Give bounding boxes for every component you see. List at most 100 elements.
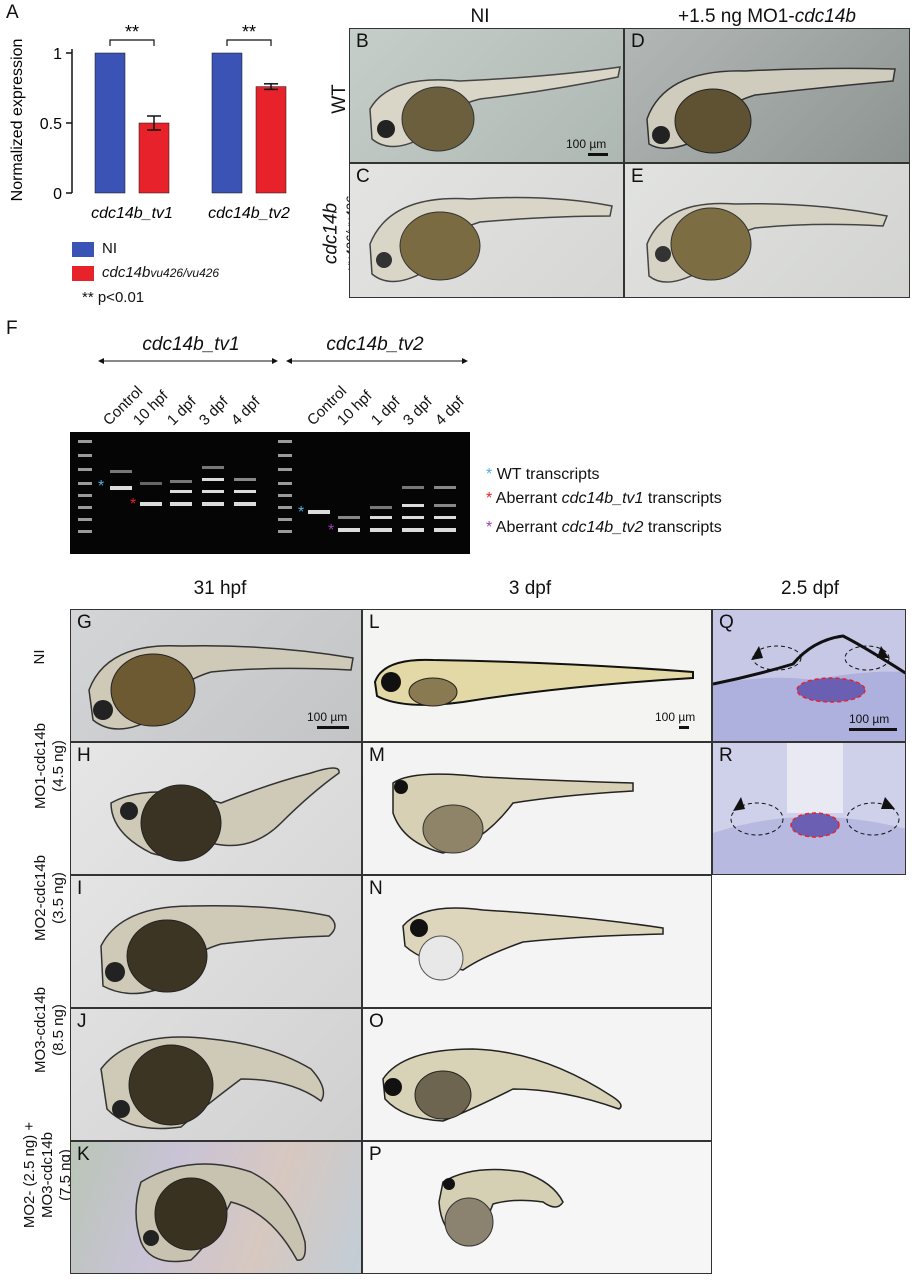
x-tick-label-0: cdc14b_tv1 — [91, 205, 173, 222]
lane-label-tv1-4dpf: 4 dpf — [227, 393, 264, 429]
larva-n — [402, 907, 664, 981]
larva-l — [373, 658, 694, 707]
col-label-ni: NI — [470, 6, 490, 27]
scale-text-q: 100 µm — [849, 712, 890, 726]
gel-legend-aberrant-tv2: * Aberrant cdc14b_tv2 transcripts — [486, 519, 722, 536]
bar-1-0 — [138, 122, 170, 194]
photo-b: B 100 µm — [349, 28, 624, 163]
photo-q: Q 100 µm — [712, 609, 906, 742]
legend-mutant-allele: vu426/vu426 — [150, 266, 220, 280]
photo-k: K — [70, 1141, 362, 1274]
embryo-g — [88, 644, 354, 730]
gel-star-aberrant-tv2: * — [328, 522, 335, 539]
lane-label-tv1-3dpf: 3 dpf — [195, 393, 232, 429]
legend-ni-text: NI — [102, 240, 117, 257]
panel-letter-b: B — [356, 31, 369, 52]
photo-o: O — [362, 1008, 712, 1141]
scale-bar-g — [317, 726, 349, 729]
row-label-mo1: MO1-cdc14b(4.5 ng) — [32, 723, 67, 809]
embryo-k — [135, 1163, 307, 1263]
group-label-tv2: cdc14b_tv2 — [326, 334, 424, 355]
scale-text-b: 100 µm — [566, 137, 607, 151]
photo-n: N — [362, 875, 712, 1008]
photo-c: C — [349, 163, 624, 298]
row-label-mo2-mo3: MO2- (2.5 ng) +MO3-cdc14b(7.5 ng) — [21, 1121, 74, 1229]
col-label-mo1-gene: cdc14b — [794, 6, 856, 27]
legend-ni: NI — [72, 240, 117, 257]
panel-letter-j: J — [77, 1011, 87, 1032]
y-tick-label-1: 0.5 — [40, 116, 62, 133]
legend-swatch-ni — [72, 241, 94, 257]
embryo-i — [100, 904, 336, 995]
photo-g: G 100 µm — [70, 609, 362, 742]
scale-bar-q — [849, 728, 897, 731]
photo-l: L 100 µm — [362, 609, 712, 742]
gel-legend-wt: * WT transcripts — [486, 466, 600, 483]
photo-p: P — [362, 1141, 712, 1274]
bar-0-0 — [94, 52, 126, 194]
gel-star-aberrant-tv1: * — [130, 496, 137, 513]
larva-m — [392, 773, 634, 854]
y-tick-label-0: 0 — [53, 186, 62, 203]
photo-m: M — [362, 742, 712, 875]
panel-letter-g: G — [77, 612, 92, 633]
col-label-mo1-prefix: +1.5 ng MO1- — [678, 6, 795, 27]
group-arrows — [98, 358, 468, 364]
lane-label-tv2-3dpf: 3 dpf — [399, 393, 436, 429]
col-label-25dpf: 2.5 dpf — [780, 578, 840, 599]
photo-e: E — [624, 163, 910, 298]
embryo-e — [646, 202, 889, 283]
photo-r: R — [712, 742, 906, 875]
embryo-j — [100, 1036, 325, 1130]
bar-0-1 — [211, 52, 243, 194]
embryo-h — [110, 767, 340, 862]
larva-o — [382, 1048, 622, 1122]
photo-d: D — [624, 28, 910, 163]
x-tick-label-1: cdc14b_tv2 — [208, 205, 290, 222]
gel-bands — [78, 440, 456, 533]
legend-mutant: cdc14bvu426/vu426 — [72, 264, 219, 281]
row-label-mo2: MO2-cdc14b(3.5 ng) — [32, 855, 67, 941]
expression-bar-chart: 0 0.5 1 Normalized expression ** cdc14b_tv1 **… — [9, 22, 290, 222]
legend-pvalue: ** p<0.01 — [82, 289, 145, 306]
embryo-d — [646, 67, 896, 154]
col-label-31hpf: 31 hpf — [193, 578, 247, 599]
panel-letter-n: N — [369, 878, 383, 899]
row-label-mutant-gene: cdc14b — [320, 202, 342, 265]
embryo-b — [369, 66, 621, 152]
sig-label-1: ** — [242, 22, 256, 42]
section-r — [713, 743, 905, 874]
y-tick-label-2: 1 — [53, 46, 62, 63]
scale-bar-l — [679, 726, 689, 729]
panel-letter-l: L — [369, 612, 380, 633]
col-label-3dpf: 3 dpf — [508, 578, 552, 599]
legend-swatch-mutant — [72, 265, 94, 281]
scale-text-g: 100 µm — [307, 710, 348, 724]
panel-letter-c: C — [356, 166, 370, 187]
embryo-c — [369, 196, 613, 283]
panel-letter-f: F — [6, 318, 18, 339]
y-axis-label: Normalized expression — [9, 39, 26, 202]
scale-bar-b — [588, 153, 608, 156]
panel-letter-p: P — [369, 1144, 382, 1165]
panel-letter-e: E — [631, 166, 644, 187]
panel-letter-h: H — [77, 745, 91, 766]
lane-label-tv2-4dpf: 4 dpf — [431, 393, 468, 429]
panel-letter-q: Q — [719, 612, 734, 633]
larva-p — [438, 1168, 564, 1247]
photo-h: H — [70, 742, 362, 875]
panel-letter-k: K — [77, 1144, 90, 1165]
row-label-ni: NI — [31, 649, 48, 665]
gel-star-wt-tv1: * — [98, 478, 105, 495]
panel-letter-i: I — [77, 878, 83, 899]
photo-j: J — [70, 1008, 362, 1141]
gel-star-wt-tv2: * — [298, 504, 305, 521]
section-q — [713, 634, 905, 741]
panel-letter-o: O — [369, 1011, 384, 1032]
row-label-wt: WT — [329, 84, 350, 114]
gel-image: * * * * — [70, 432, 470, 554]
col-label-mo1: +1.5 ng MO1-cdc14b — [624, 6, 910, 28]
sig-label-0: ** — [125, 22, 139, 42]
sig-bracket-1 — [226, 39, 272, 46]
scale-text-l: 100 µm — [655, 710, 696, 724]
